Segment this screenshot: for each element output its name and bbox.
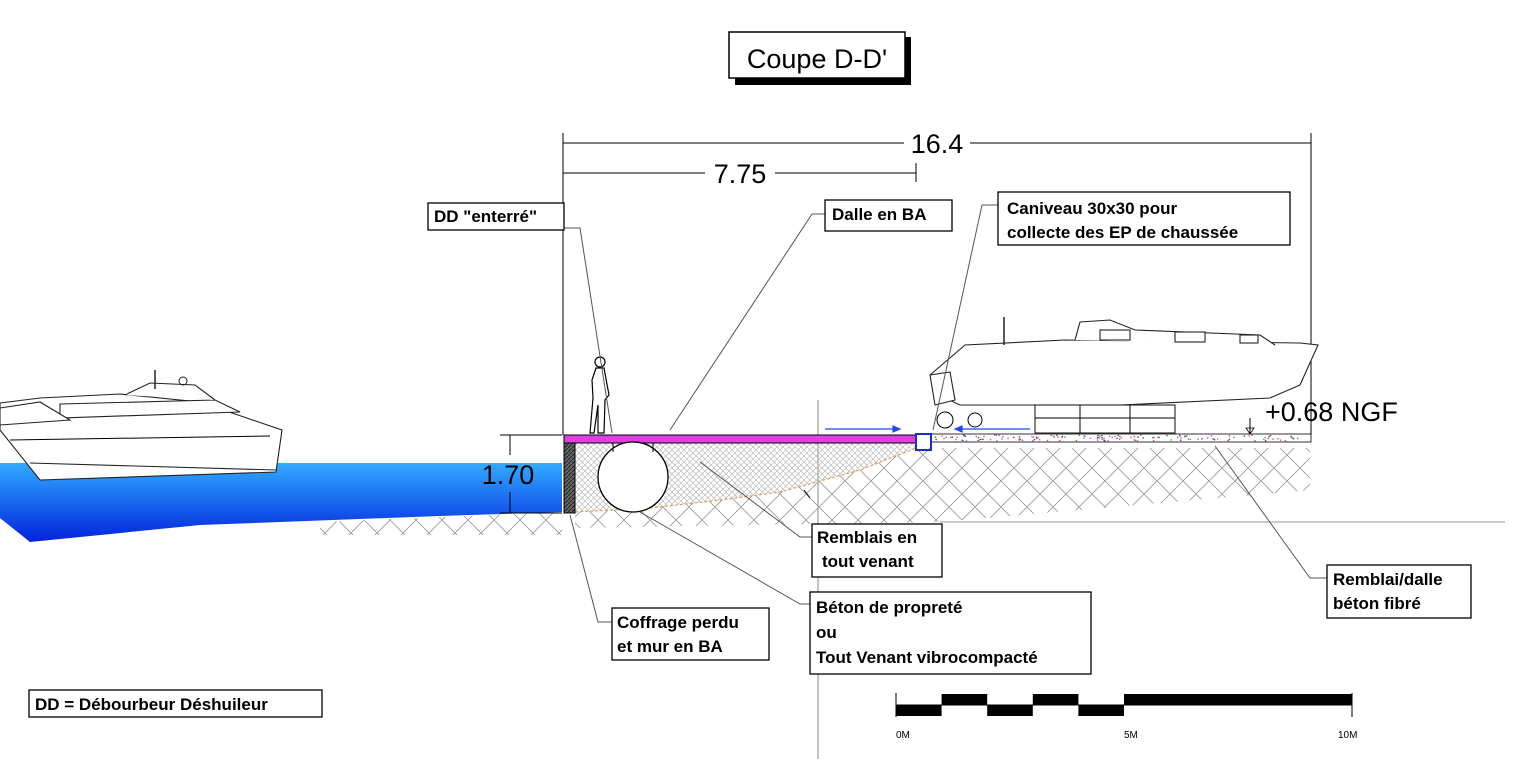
legend-dd: DD = Débourbeur Déshuileur: [28, 689, 323, 718]
scale-label-5: 5M: [1124, 730, 1138, 741]
scale-segment-solid: [1124, 694, 1352, 705]
water-area: [0, 463, 562, 542]
svg-text:Coffrage perdu: Coffrage perdu: [617, 613, 739, 632]
dim-16-4-label: 16.4: [911, 129, 964, 159]
seabed-hatch: [320, 512, 562, 535]
dim-1-70-label: 1.70: [482, 460, 535, 490]
svg-text:béton fibré: béton fibré: [1333, 594, 1421, 613]
page-title: Coupe D-D': [747, 44, 887, 74]
level-marker: +0.68 NGF: [1245, 397, 1398, 435]
svg-text:DD = Débourbeur Déshuileur: DD = Débourbeur Déshuileur: [35, 695, 268, 714]
scale-segment: [987, 705, 1033, 716]
callout-remblai-dalle: Remblai/dalle béton fibré: [1326, 564, 1472, 619]
svg-text:et mur en BA: et mur en BA: [617, 637, 723, 656]
svg-text:Dalle en BA: Dalle en BA: [832, 205, 926, 224]
svg-text:Caniveau 30x30 pour: Caniveau 30x30 pour: [1007, 199, 1177, 218]
dim-partial-width: 7.75: [563, 159, 917, 189]
gravel-dots: [934, 434, 1299, 442]
title-block: Coupe D-D': [728, 31, 911, 85]
boat-left-icon: [0, 370, 283, 481]
scale-segment: [1032, 694, 1079, 705]
callout-coffrage: Coffrage perdu et mur en BA: [611, 607, 770, 661]
level-label: +0.68 NGF: [1265, 397, 1398, 427]
scale-segment: [941, 694, 988, 705]
ground-hatch-mid: [575, 448, 1310, 528]
flow-arrows: [825, 425, 1030, 433]
scale-bar: 0M 5M 10M: [895, 693, 1357, 741]
scale-label-10: 10M: [1338, 730, 1357, 741]
svg-text:tout venant: tout venant: [822, 552, 914, 571]
svg-text:ou: ou: [816, 623, 837, 642]
svg-text:collecte des EP de chaussée: collecte des EP de chaussée: [1007, 223, 1238, 242]
svg-text:Remblai/dalle: Remblai/dalle: [1333, 570, 1443, 589]
svg-text:DD "enterré": DD "enterré": [434, 207, 537, 226]
gutter-caniveau: [915, 433, 932, 451]
dd-pipe: [597, 441, 669, 513]
callout-caniveau: Caniveau 30x30 pour collecte des EP de c…: [997, 191, 1291, 246]
dim-total-width: 16.4: [562, 129, 1312, 435]
dim-7-75-label: 7.75: [714, 159, 767, 189]
scale-label-0: 0M: [896, 730, 910, 741]
callout-dalle-ba: Dalle en BA: [824, 199, 953, 232]
svg-text:Remblais en: Remblais en: [817, 528, 917, 547]
svg-text:Béton de propreté: Béton de propreté: [816, 598, 962, 617]
scale-segment: [1078, 705, 1124, 716]
quay-wall: [563, 435, 576, 514]
boat-on-trailer-icon: [929, 317, 1319, 434]
ba-slab: [563, 434, 917, 444]
svg-text:Tout Venant vibrocompacté: Tout Venant vibrocompacté: [816, 648, 1038, 667]
callout-beton: Béton de propreté ou Tout Venant vibroco…: [809, 591, 1092, 675]
callout-dd-enterre: DD "enterré": [427, 202, 565, 231]
scale-segment: [896, 705, 942, 716]
dim-height: 1.70: [482, 434, 562, 514]
callout-remblais: Remblais en tout venant: [811, 523, 943, 578]
